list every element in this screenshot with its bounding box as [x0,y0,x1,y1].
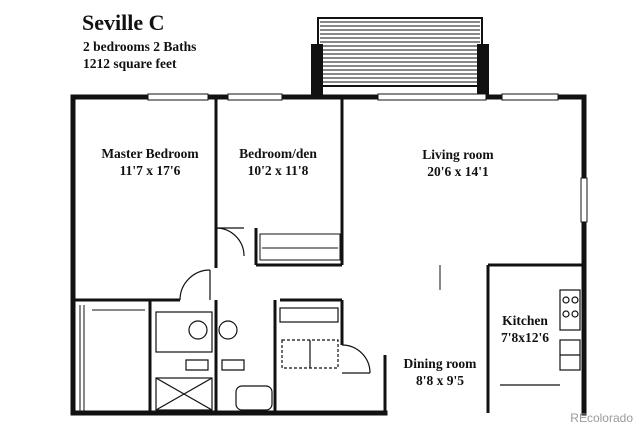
room-size: 11'7 x 17'6 [119,163,181,178]
watermark-text: REcolorado [570,411,633,425]
room-name: Living room [422,147,494,162]
plan-title: Seville C [82,10,165,35]
master-closet [79,305,145,413]
room-name: Dining room [403,356,477,371]
windows [147,93,588,223]
interior-walls [73,97,584,413]
exterior-walls [70,94,587,416]
room-kitchen: Kitchen 7'8x12'6 [494,312,556,346]
room-size: 10'2 x 11'8 [247,163,309,178]
room-name: Bedroom/den [239,146,317,161]
bedroom-closet [259,233,341,261]
room-size: 7'8x12'6 [500,330,549,345]
kitchen-fixtures [500,289,581,386]
room-dining-room: Dining room 8'8 x 9'5 [392,355,488,389]
room-name: Kitchen [502,313,548,328]
room-size: 20'6 x 14'1 [427,164,489,179]
room-master-bedroom: Master Bedroom 11'7 x 17'6 [86,145,214,179]
doors [179,227,371,374]
beds-baths-label: 2 bedrooms 2 Baths [83,39,197,54]
balcony [317,17,483,87]
room-bedroom-den: Bedroom/den 10'2 x 11'8 [222,145,334,179]
bathrooms [155,307,339,411]
room-name: Master Bedroom [101,146,199,161]
room-living-room: Living room 20'6 x 14'1 [400,146,516,180]
room-size: 8'8 x 9'5 [415,373,464,388]
balcony-posts [311,44,489,96]
square-feet-label: 1212 square feet [83,56,177,71]
